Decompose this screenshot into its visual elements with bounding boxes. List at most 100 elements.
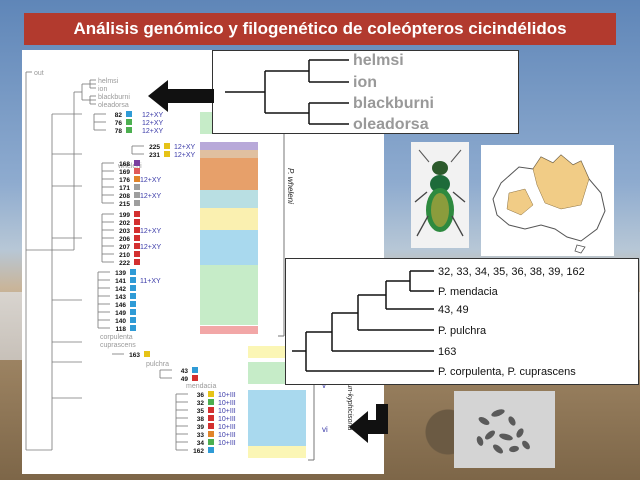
leaf-label-222: 222 xyxy=(119,260,130,267)
leaf-label-231: 231 xyxy=(149,152,160,159)
leaf-color-marker xyxy=(208,399,214,405)
leaf-label-38: 38 xyxy=(197,416,205,423)
zoom-outgroup-label: ion xyxy=(353,74,377,91)
leaf-color-marker xyxy=(208,439,214,445)
zoom-outgroup-label: helmsi xyxy=(353,52,404,69)
leaf-label-225: 225 xyxy=(149,144,160,151)
zoom-outgroup-label: blackburni xyxy=(353,95,434,112)
leaf-label-199: 199 xyxy=(119,212,130,219)
zoom-clade-label: P. corpulenta, P. cuprascens xyxy=(438,366,576,378)
karyotype-label: 12+XY xyxy=(140,244,162,251)
leaf-color-marker xyxy=(164,151,170,157)
clade-label-mendacia: mendacia xyxy=(186,383,216,390)
leaf-color-marker xyxy=(134,235,140,241)
leaf-color-marker xyxy=(134,251,140,257)
leaf-color-marker xyxy=(208,407,214,413)
leaf-color-marker xyxy=(130,309,136,315)
karyotype-label: 10+III xyxy=(218,400,236,407)
clade-label-corpulenta: corpulenta xyxy=(100,334,133,341)
leaf-color-marker xyxy=(208,391,214,397)
leaf-color-marker xyxy=(134,200,140,206)
clade-label-cuprascens: cuprascens xyxy=(100,342,136,349)
outgroup-label: helmsi xyxy=(98,78,119,85)
leaf-color-marker xyxy=(134,192,140,198)
leaf-label-35: 35 xyxy=(197,408,205,415)
leaf-label-32: 32 xyxy=(197,400,205,407)
leaf-color-marker xyxy=(130,269,136,275)
karyotype-label: 10+III xyxy=(218,440,236,447)
leaf-color-marker xyxy=(192,367,198,373)
karyotype-image xyxy=(454,391,555,468)
leaf-color-marker xyxy=(192,375,198,381)
species-label-wheleni: P. wheleni xyxy=(286,168,295,204)
karyotype-label: 12+XY xyxy=(140,193,162,200)
leaf-label-78: 78 xyxy=(115,128,123,135)
leaf-label-210: 210 xyxy=(119,252,130,259)
leaf-color-marker xyxy=(134,184,140,190)
leaf-label-76: 76 xyxy=(115,120,123,127)
leaf-label-171: 171 xyxy=(119,185,130,192)
leaf-color-marker xyxy=(208,431,214,437)
leaf-color-marker xyxy=(144,351,150,357)
leaf-color-marker xyxy=(134,160,140,166)
karyotype-band xyxy=(200,208,258,230)
leaf-label-143: 143 xyxy=(115,294,126,301)
karyotype-label: 11+XY xyxy=(140,278,161,285)
zoom-clade-label: 163 xyxy=(438,346,456,358)
leaf-label-33: 33 xyxy=(197,432,205,439)
leaf-color-marker xyxy=(130,285,136,291)
leaf-color-marker xyxy=(208,423,214,429)
leaf-label-208: 208 xyxy=(119,193,130,200)
karyotype-band xyxy=(200,150,258,158)
leaf-label-168: 168 xyxy=(119,161,130,168)
karyotype-band xyxy=(200,158,258,190)
leaf-color-marker xyxy=(208,415,214,421)
karyotype-label: 12+XY xyxy=(142,128,164,135)
zoom-clade-label: 32, 33, 34, 35, 36, 38, 39, 162 xyxy=(438,266,585,278)
leaf-color-marker xyxy=(126,111,132,117)
leaf-color-marker xyxy=(134,243,140,249)
karyotype-band xyxy=(248,390,306,446)
leaf-label-142: 142 xyxy=(115,286,126,293)
zoom-outgroup-box: helmsi ion blackburni oleadorsa xyxy=(212,50,519,134)
karyotype-label: 10+III xyxy=(218,432,236,439)
clade-label-pulchra: pulchra xyxy=(146,361,169,368)
karyotype-label: 12+XY xyxy=(140,228,162,235)
leaf-label-162: 162 xyxy=(193,448,204,455)
leaf-label-140: 140 xyxy=(115,318,126,325)
leaf-label-207: 207 xyxy=(119,244,130,251)
clade-label-wheleni: wheleni xyxy=(117,163,142,170)
leaf-color-marker xyxy=(134,211,140,217)
leaf-color-marker xyxy=(130,317,136,323)
karyotype-label: 10+III xyxy=(218,408,236,415)
leaf-color-marker xyxy=(134,227,140,233)
karyotype-band xyxy=(200,265,258,325)
leaf-color-marker xyxy=(134,259,140,265)
leaf-label-169: 169 xyxy=(119,169,130,176)
leaf-label-146: 146 xyxy=(115,302,126,309)
karyotype-label: 12+XY xyxy=(142,112,164,119)
leaf-label-49: 49 xyxy=(181,376,189,383)
leaf-label-36: 36 xyxy=(197,392,205,399)
leaf-label-203: 203 xyxy=(119,228,130,235)
karyotype-band xyxy=(248,446,306,458)
leaf-color-marker xyxy=(126,127,132,133)
karyotype-band xyxy=(200,190,258,208)
leaf-color-marker xyxy=(134,219,140,225)
leaf-color-marker xyxy=(134,168,140,174)
leaf-color-marker xyxy=(130,293,136,299)
karyotype-label: 10+III xyxy=(218,424,236,431)
leaf-label-163: 163 xyxy=(129,352,140,359)
beetle-photo xyxy=(411,142,469,248)
leaf-label-43: 43 xyxy=(181,368,189,375)
leaf-color-marker xyxy=(164,143,170,149)
karyotype-label: 12+XY xyxy=(142,120,164,127)
karyotype-band xyxy=(200,326,258,334)
leaf-label-139: 139 xyxy=(115,270,126,277)
zoom-clade-label: 43, 49 xyxy=(438,304,469,316)
zoom-outgroup-label: oleadorsa xyxy=(353,116,429,133)
karyotype-label: 10+III xyxy=(218,392,236,399)
karyotype-label: 12+XY xyxy=(174,152,196,159)
roman-label-v: v xyxy=(322,381,326,390)
